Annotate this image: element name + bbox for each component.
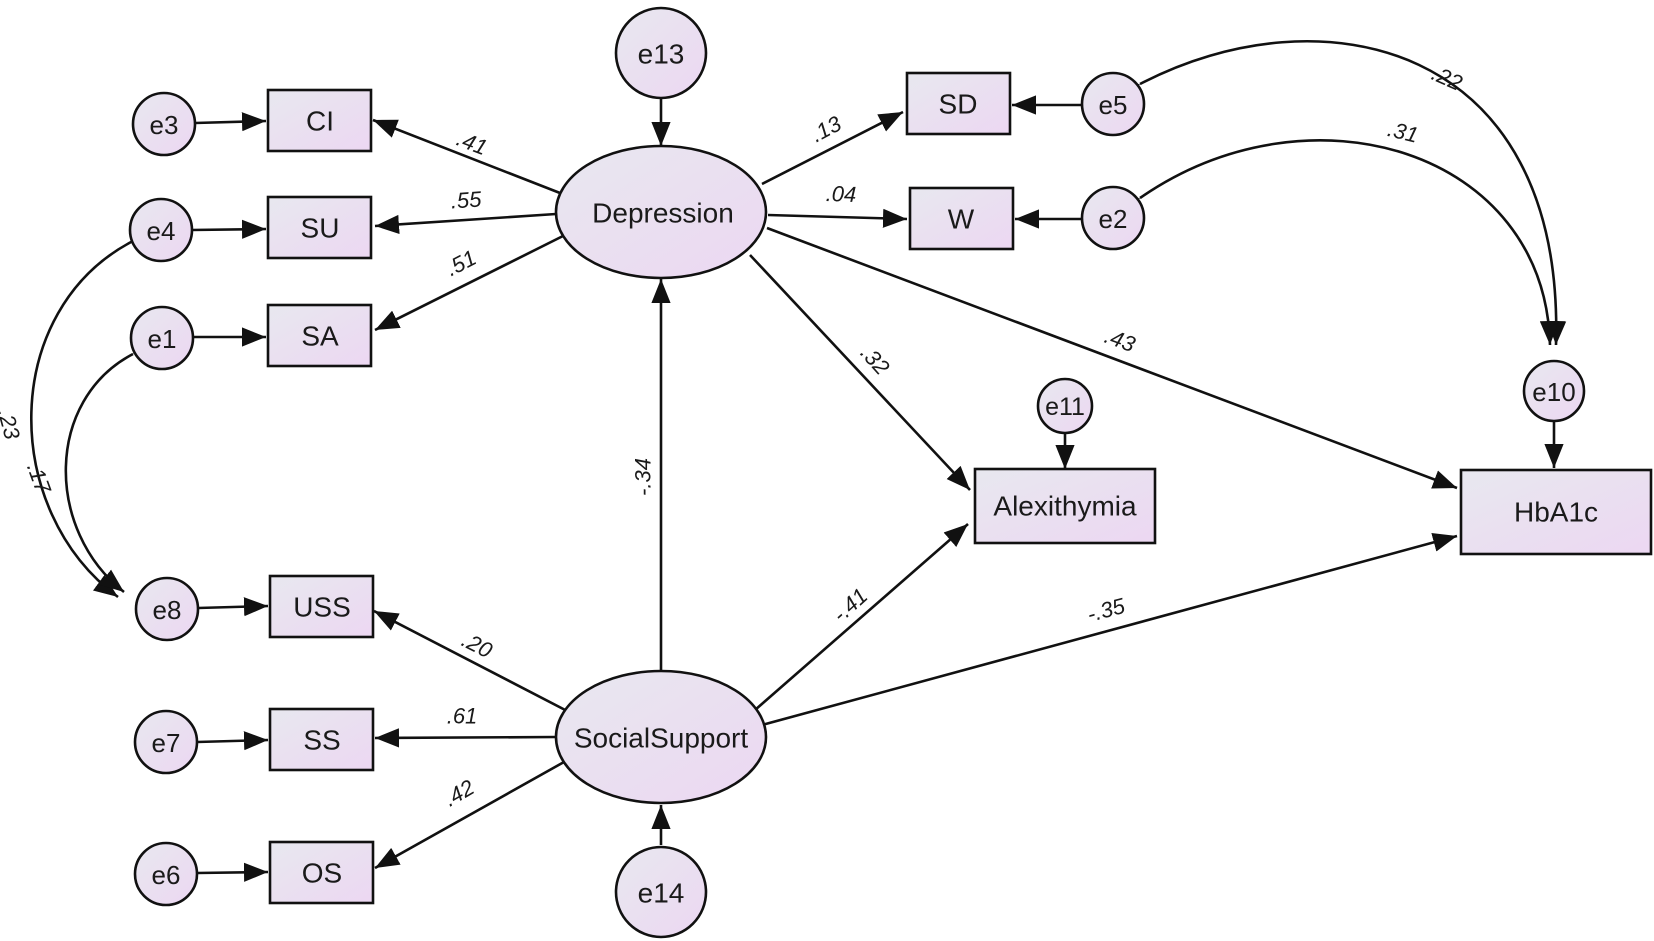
coef-dep-hba1c: .43 [1101, 323, 1139, 357]
path-depression-su [374, 212, 557, 234]
error-e1-label: e1 [148, 324, 177, 354]
coef-dep-sd: .13 [807, 110, 846, 147]
path-depression-alexithymia [749, 254, 971, 491]
coef-dep-w: .04 [825, 181, 856, 207]
coef-ss-alexithymia: -.41 [828, 583, 873, 627]
observed-ci [266, 88, 373, 153]
error-e11-label: e11 [1045, 393, 1085, 421]
path-socialsupport-ss [374, 728, 557, 748]
observed-su-label: SU [301, 213, 340, 244]
path-socialsupport-hba1c [761, 533, 1458, 727]
error-e13-label: e13 [638, 39, 685, 70]
error-e1 [129, 305, 195, 371]
observed-sd-label: SD [939, 89, 978, 120]
path-depression-sd [761, 110, 904, 186]
path-depression-hba1c [766, 226, 1458, 490]
path-depression-ci [372, 118, 561, 195]
path-e4-su [190, 219, 267, 239]
observed-su [266, 195, 373, 260]
error-e6-label: e6 [152, 860, 181, 890]
latent-depression-label: Depression [592, 198, 734, 229]
coef-cov-e2-e10: .31 [1385, 116, 1421, 148]
path-socialsupport-uss [373, 609, 572, 715]
error-e6 [133, 841, 199, 907]
path-depression-sa [374, 234, 564, 332]
error-e10-label: e10 [1532, 377, 1575, 407]
error-e3-label: e3 [150, 110, 179, 140]
coef-dep-sa: .51 [442, 245, 481, 281]
observed-w [908, 186, 1015, 251]
observed-hba1c [1459, 468, 1653, 556]
coef-cov-e1-e8: .17 [22, 459, 56, 497]
coef-dep-su: .55 [450, 186, 483, 213]
error-e8-label: e8 [153, 595, 182, 625]
path-socialsupport-alexithymia [754, 523, 969, 711]
error-e14-label: e14 [638, 878, 685, 909]
observed-sd [905, 71, 1012, 136]
path-e6-os [196, 862, 269, 882]
error-e14 [614, 845, 708, 939]
observed-uss [268, 574, 375, 639]
observed-sa-label: SA [301, 321, 339, 352]
observed-os [268, 840, 375, 905]
cov-e4-e8 [30, 221, 159, 599]
cov-e5-e10 [1114, 39, 1567, 346]
path-depression-w [767, 208, 908, 228]
latent-depression [554, 144, 768, 280]
observed-hba1c-label: HbA1c [1514, 497, 1598, 528]
error-e8 [134, 576, 200, 642]
error-e5-label: e5 [1099, 90, 1128, 120]
latent-socialsupport-label: SocialSupport [574, 723, 749, 754]
error-e5 [1080, 71, 1146, 137]
cov-e1-e8 [64, 334, 159, 594]
observed-ci-label: CI [306, 106, 334, 137]
observed-ss [268, 707, 375, 772]
path-e7-ss [196, 731, 269, 751]
coef-ss-hba1c: -.35 [1084, 593, 1128, 627]
error-e2-label: e2 [1099, 204, 1128, 234]
cov-e2-e10 [1114, 139, 1559, 346]
path-socialsupport-os [374, 760, 565, 870]
coef-ss-ss: .61 [447, 704, 478, 729]
error-e7-label: e7 [152, 728, 181, 758]
coef-cov-e4-e8: .23 [0, 406, 25, 443]
coef-dep-ci: .41 [453, 126, 491, 160]
path-e3-ci [194, 112, 267, 132]
error-e3 [131, 91, 197, 157]
coef-ss-dep: -.34 [631, 458, 656, 496]
observed-uss-label: USS [293, 592, 351, 623]
error-e13 [614, 6, 708, 100]
error-e2 [1080, 185, 1146, 251]
error-e4 [128, 197, 194, 263]
error-e10 [1522, 359, 1586, 423]
observed-ss-label: SS [303, 725, 340, 756]
observed-os-label: OS [302, 858, 342, 889]
observed-alexithymia-label: Alexithymia [993, 491, 1137, 522]
observed-alexithymia [973, 467, 1157, 545]
latent-socialsupport [554, 669, 768, 805]
path-e8-uss [197, 597, 269, 617]
observed-w-label: W [948, 204, 975, 235]
error-e4-label: e4 [147, 216, 176, 246]
error-e7 [133, 709, 199, 775]
observed-sa [266, 303, 373, 368]
error-e11 [1036, 377, 1094, 435]
coef-ss-os: .42 [440, 775, 479, 812]
